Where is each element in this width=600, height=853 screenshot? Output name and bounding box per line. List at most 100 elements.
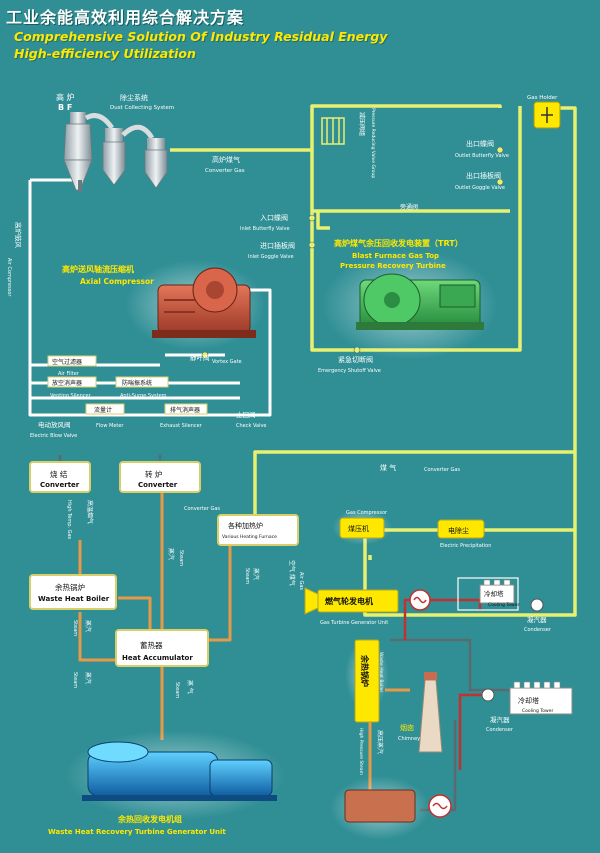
- hp-steam-cn: 高压蒸汽: [376, 730, 384, 754]
- compressor-cn: 煤压机: [348, 524, 369, 533]
- hp-steam-en: High Pressure Steam: [358, 728, 364, 775]
- inlet-goggle-en: Inlet Goggle Valve: [248, 254, 294, 260]
- waste-heat-boiler-vertical: [345, 639, 389, 723]
- heating-furnace-en: Various Heating Furnace: [222, 534, 277, 540]
- whrtg-en: Waste Heat Recovery Turbine Generator Un…: [48, 828, 226, 836]
- exhaust-en: Exhaust Silencer: [160, 423, 203, 429]
- air-compressor-cn: 高炉鼓风: [14, 222, 23, 249]
- hightemp-gas-en: High Temp. Gas: [66, 500, 72, 540]
- cooling2-cn: 冷却塔: [518, 696, 539, 705]
- trt-cn: 高炉煤气余压回收发电装置（TRT）: [334, 238, 463, 248]
- steam5-cn: 蒸 气: [186, 680, 194, 694]
- converter-gas2-en: Converter Gas: [184, 506, 220, 512]
- dust-en: Dust Collecting System: [110, 105, 174, 111]
- converter-gas-en: Converter Gas: [205, 168, 245, 174]
- condenser-en: Condenser: [524, 627, 552, 633]
- vortex-cn: 静叶阀: [190, 353, 210, 362]
- axial-compressor-image: [125, 260, 265, 350]
- air-filter-cn: 空气过滤器: [52, 358, 82, 366]
- venting-cn: 放空消声器: [52, 379, 82, 387]
- outlet-butterfly-cn: 出口蝶阀: [466, 139, 494, 148]
- gas-holder-en: Gas Holder: [527, 95, 558, 101]
- accumulator-cn: 蓄热器: [140, 640, 163, 650]
- gas-holder-icon: [533, 101, 561, 129]
- flowmeter-cn: 流量计: [94, 406, 112, 414]
- converter-gas-cn: 高炉煤气: [212, 155, 240, 164]
- steam3-en: Steam: [72, 620, 78, 636]
- airgas-cn: 空气 煤气: [288, 560, 296, 586]
- recovery-boiler-cn: 余热锅炉: [360, 654, 370, 687]
- coal-gas-en: Converter Gas: [424, 467, 460, 473]
- steam3-cn: 蒸汽: [84, 620, 92, 632]
- heating-furnace-cn: 各种加热炉: [228, 521, 263, 530]
- hightemp-gas-cn: 高温烟气: [86, 500, 94, 524]
- steam2-cn: 蒸汽: [252, 568, 260, 580]
- converter-cn: 转 炉: [145, 469, 162, 479]
- venting-en: Venting Silencer: [50, 393, 92, 399]
- emergency-cn: 紧急切断阀: [338, 355, 373, 364]
- outlet-butterfly-en: Outlet Butterfly Valve: [455, 153, 509, 159]
- recovery-boiler-en: Waste Heat Boiler: [378, 652, 384, 692]
- bf-en: B F: [58, 103, 72, 112]
- axial-cn: 高炉送风轴流压缩机: [62, 264, 134, 274]
- gas-turbine-cn: 燃气轮发电机: [325, 596, 373, 606]
- whb-en: Waste Heat Boiler: [38, 595, 110, 603]
- sinter-cn: 烧 结: [50, 469, 68, 479]
- precip-cn: 电除尘: [448, 526, 469, 535]
- electric-blow-cn: 电动放风阀: [38, 420, 71, 429]
- steam-turbine-generator: [330, 776, 452, 840]
- title-en-line2: High-efficiency Utilization: [14, 46, 196, 61]
- emergency-en: Emergency Shutoff Valve: [318, 368, 381, 374]
- chimney-icon: [418, 672, 443, 753]
- bypass-cn: 旁通阀: [400, 203, 418, 211]
- whb-cn: 余热锅炉: [55, 582, 85, 592]
- title-en-line1: Comprehensive Solution Of Industry Resid…: [14, 29, 388, 44]
- steam5-en: Steam: [174, 682, 180, 698]
- chimney-cn: 烟囱: [400, 723, 414, 732]
- chimney-en: Chimney: [398, 736, 420, 742]
- outlet-goggle-en: Outlet Goggle Valve: [455, 185, 505, 191]
- airgas-en: Air Gas: [298, 572, 304, 590]
- whrtg-cn: 余热回收发电机组: [117, 814, 182, 824]
- steam1-en: Steam: [178, 550, 184, 566]
- cooling2-en: Cooling Tower: [522, 708, 553, 714]
- steam2-en: Steam: [244, 568, 250, 584]
- inlet-butterfly-en: Inlet Butterfly Valve: [240, 226, 290, 232]
- steam-pipes: [78, 492, 410, 790]
- blast-furnace-group: [63, 112, 168, 192]
- condenser-cn: 凝汽器: [527, 615, 547, 624]
- trt-turbine-image: [322, 250, 498, 360]
- steam4-cn: 蒸汽: [84, 672, 92, 684]
- inlet-butterfly-cn: 入口蝶阀: [260, 213, 288, 222]
- pressure-reducing-valves: [321, 117, 345, 145]
- dust-cn: 除尘系统: [120, 93, 148, 102]
- exhaust-cn: 排气消声器: [170, 406, 200, 414]
- electric-blow-en: Electric Blow Valve: [30, 433, 77, 439]
- trt-en2: Pressure Recovery Turbine: [340, 262, 446, 270]
- flowmeter-en: Flow Meter: [96, 423, 124, 429]
- title-cn: 工业余能高效利用综合解决方案: [6, 8, 245, 27]
- air-filter-en: Air Filter: [58, 371, 80, 377]
- outlet-goggle-cn: 出口插板阀: [466, 171, 501, 180]
- check-cn: 止回阀: [236, 410, 256, 419]
- pressure-cn: 减压阀组: [358, 112, 366, 136]
- gas-turbine-en: Gas Turbine Generator Unit: [320, 620, 388, 626]
- pressure-en: Pressure Reducing Valve Group: [370, 108, 376, 178]
- steam1-cn: 蒸汽: [167, 548, 175, 560]
- precip-en: Electric Precipitation: [440, 543, 491, 549]
- cooling-en: Cooling Tower: [488, 602, 519, 608]
- inlet-goggle-cn: 进口插板阀: [260, 241, 295, 250]
- condenser2-cn: 凝汽器: [490, 715, 510, 724]
- check-en: Check Valve: [236, 423, 267, 429]
- sinter-en: Converter: [40, 481, 80, 489]
- converter-en: Converter: [138, 481, 178, 489]
- condenser2-en: Condenser: [486, 727, 514, 733]
- steam4-en: Steam: [72, 672, 78, 688]
- waste-heat-turbine-generator-image: [65, 730, 285, 820]
- vortex-en: Vortex Gate: [212, 359, 242, 365]
- gas-turbine-generator: [304, 587, 431, 615]
- bf-cn: 高 炉: [56, 92, 75, 102]
- cooling-cn: 冷却塔: [484, 589, 504, 598]
